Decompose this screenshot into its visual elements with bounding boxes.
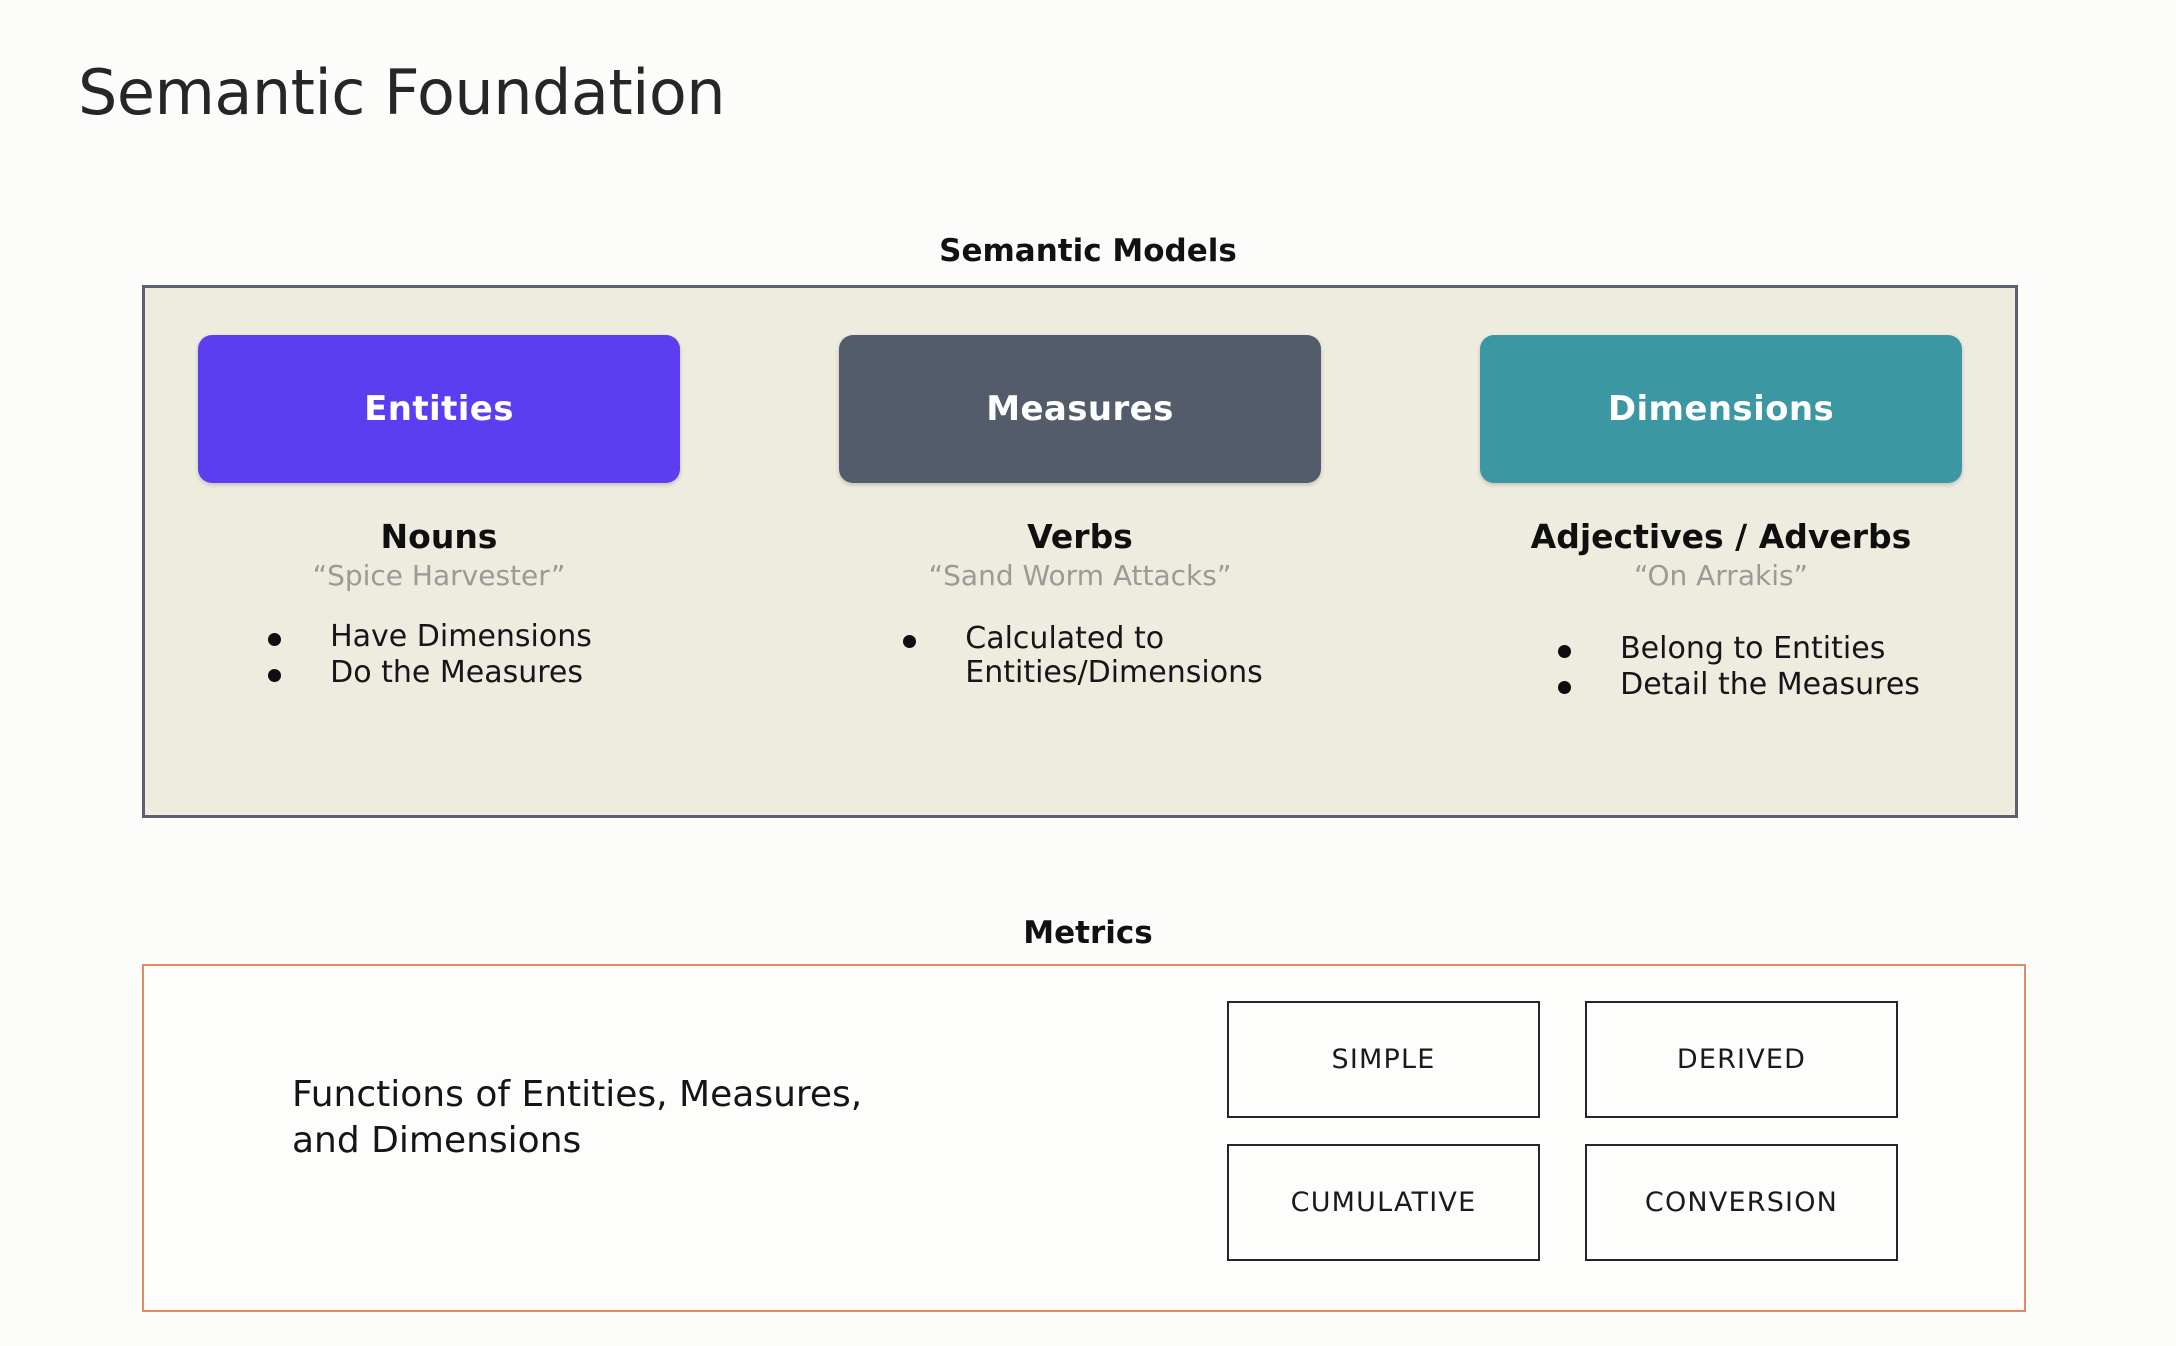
bullet-text: Have Dimensions	[330, 618, 592, 654]
list-item: Belong to Entities	[1558, 630, 1920, 666]
metrics-description: Functions of Entities, Measures, and Dim…	[292, 1074, 863, 1162]
semantic-models-columns: Entities Nouns “Spice Harvester” Have Di…	[145, 288, 2015, 815]
bullet-text: Calculated to Entities/Dimensions	[965, 620, 1263, 690]
bullet-dot-icon	[268, 632, 282, 646]
list-item: Have Dimensions	[268, 618, 592, 654]
semantic-models-panel: Entities Nouns “Spice Harvester” Have Di…	[142, 285, 2018, 818]
metric-type-grid: SIMPLE DERIVED CUMULATIVE CONVERSION	[1227, 1001, 1898, 1261]
measures-part-of-speech: Verbs	[1027, 517, 1133, 556]
semantic-column-dimensions: Dimensions Adjectives / Adverbs “On Arra…	[1480, 335, 1962, 815]
entities-part-of-speech: Nouns	[380, 517, 498, 556]
entities-example: “Spice Harvester”	[312, 558, 566, 592]
dimensions-pill[interactable]: Dimensions	[1480, 335, 1962, 483]
list-item: Calculated to Entities/Dimensions	[903, 620, 1263, 690]
bullet-dot-icon	[1558, 680, 1572, 694]
semantic-column-measures: Measures Verbs “Sand Worm Attacks” Calcu…	[839, 335, 1321, 815]
metrics-panel: Functions of Entities, Measures, and Dim…	[142, 964, 2026, 1312]
metric-type-simple[interactable]: SIMPLE	[1227, 1001, 1540, 1118]
entities-pill[interactable]: Entities	[198, 335, 680, 483]
metric-type-conversion[interactable]: CONVERSION	[1585, 1144, 1898, 1261]
metric-type-cumulative[interactable]: CUMULATIVE	[1227, 1144, 1540, 1261]
measures-pill[interactable]: Measures	[839, 335, 1321, 483]
bullet-dot-icon	[903, 634, 917, 648]
dimensions-part-of-speech: Adjectives / Adverbs	[1530, 517, 1912, 556]
list-item: Do the Measures	[268, 654, 592, 690]
entities-bullet-list: Have Dimensions Do the Measures	[268, 618, 592, 692]
dimensions-example: “On Arrakis”	[1633, 558, 1809, 592]
measures-example: “Sand Worm Attacks”	[928, 558, 1232, 592]
metric-type-derived[interactable]: DERIVED	[1585, 1001, 1898, 1118]
measures-bullet-list: Calculated to Entities/Dimensions	[903, 620, 1263, 692]
semantic-column-entities: Entities Nouns “Spice Harvester” Have Di…	[198, 335, 680, 815]
page-title: Semantic Foundation	[78, 56, 726, 129]
bullet-dot-icon	[1558, 644, 1572, 658]
list-item: Detail the Measures	[1558, 666, 1920, 702]
dimensions-bullet-list: Belong to Entities Detail the Measures	[1558, 630, 1920, 704]
metrics-header: Metrics	[1023, 915, 1153, 951]
bullet-text: Belong to Entities	[1620, 630, 1886, 666]
bullet-text: Detail the Measures	[1620, 666, 1920, 702]
semantic-models-header: Semantic Models	[939, 233, 1237, 269]
bullet-text: Do the Measures	[330, 654, 583, 690]
bullet-dot-icon	[268, 668, 282, 682]
